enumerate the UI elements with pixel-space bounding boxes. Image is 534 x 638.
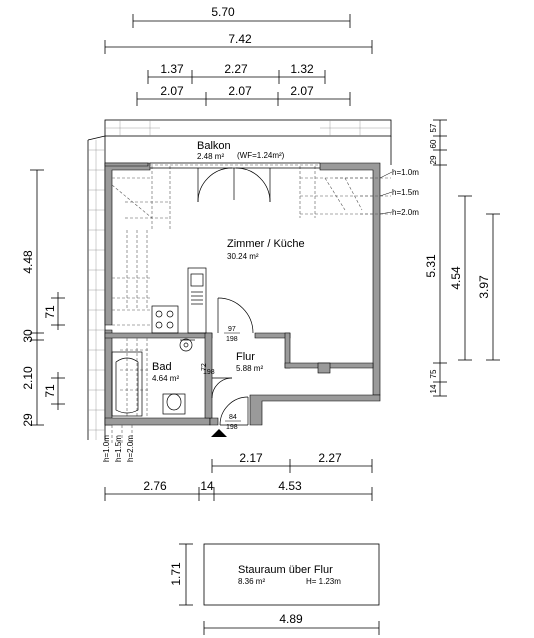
room-living-area: 30.24 m² — [227, 252, 259, 261]
height-marks-right: h=1.0m h=1.5m h=2.0m — [379, 168, 419, 217]
dim-right-5-31: 5.31 — [424, 254, 438, 278]
top-dimensions — [104, 14, 373, 106]
dim-right-57: 57 — [429, 123, 438, 132]
entrance-arrow-icon — [211, 429, 227, 437]
svg-text:72: 72 — [201, 363, 208, 371]
room-balcony-note: (WF=1.24m²) — [237, 151, 285, 160]
svg-text:97: 97 — [228, 326, 236, 333]
bottom-dimensions — [104, 459, 373, 501]
dim-storage-4-89: 4.89 — [279, 612, 303, 626]
dim-right-60: 60 — [429, 139, 438, 148]
svg-text:h=2.0m: h=2.0m — [126, 435, 135, 462]
room-hall-area: 5.88 m² — [236, 364, 263, 373]
room-bath-name: Bad — [152, 361, 172, 373]
svg-text:198: 198 — [226, 336, 238, 343]
door-mark-bath: 72 198 — [201, 363, 215, 376]
dim-left-2-10: 2.10 — [21, 366, 35, 390]
dim-bottom-14: 14 — [200, 479, 214, 493]
dim-top-1-32: 1.32 — [290, 62, 314, 76]
dim-bottom-2-76: 2.76 — [143, 479, 167, 493]
svg-text:84: 84 — [229, 414, 237, 421]
svg-text:h=1.5m: h=1.5m — [392, 188, 419, 197]
dim-bottom-2-27: 2.27 — [318, 451, 342, 465]
room-living-name: Zimmer / Küche — [227, 238, 305, 250]
door-mark-entrance: 84 198 — [225, 414, 241, 431]
svg-text:198: 198 — [203, 369, 215, 376]
dim-left-4-48: 4.48 — [21, 250, 35, 274]
dim-top-5-70: 5.70 — [211, 5, 235, 19]
dim-right-29: 29 — [429, 155, 438, 164]
dim-storage-1-71: 1.71 — [169, 562, 183, 586]
dim-top-2-27: 2.27 — [224, 62, 248, 76]
svg-text:h=1.5m: h=1.5m — [114, 435, 123, 462]
left-dimensions — [30, 169, 65, 426]
dim-right-75: 75 — [429, 369, 438, 378]
storage-dimensions — [179, 543, 380, 635]
room-balcony-area: 2.48 m² — [197, 152, 224, 161]
storage-area: 8.36 m² — [238, 577, 265, 586]
height-marks-left: h=1.0m h=1.5m h=2.0m — [102, 435, 135, 462]
dim-top-1-37: 1.37 — [160, 62, 184, 76]
dim-bottom-4-53: 4.53 — [278, 479, 302, 493]
storage-box — [203, 543, 380, 606]
dim-top-7-42: 7.42 — [228, 32, 252, 46]
dim-top-2-07-b: 2.07 — [228, 84, 252, 98]
kitchen — [151, 267, 207, 334]
bath-fixtures — [111, 338, 195, 417]
storage-height-value: H= 1.23m — [306, 577, 341, 586]
dim-left-71-a: 71 — [43, 305, 57, 319]
dim-left-71-b: 71 — [43, 384, 57, 398]
dim-right-4-54: 4.54 — [449, 266, 463, 290]
walls — [104, 162, 381, 426]
dim-bottom-2-17: 2.17 — [239, 451, 263, 465]
interior-doors — [211, 297, 254, 426]
dim-left-29: 29 — [21, 413, 35, 427]
svg-text:h=1.0m: h=1.0m — [392, 168, 419, 177]
dim-right-3-97: 3.97 — [477, 275, 491, 299]
svg-text:h=2.0m: h=2.0m — [392, 208, 419, 217]
storage-name: Stauraum über Flur — [238, 564, 333, 576]
dim-top-2-07-c: 2.07 — [290, 84, 314, 98]
dim-left-30: 30 — [21, 329, 35, 343]
right-dimensions — [433, 119, 500, 397]
room-bath-area: 4.64 m² — [152, 374, 179, 383]
dim-top-2-07-a: 2.07 — [160, 84, 184, 98]
svg-text:198: 198 — [226, 424, 238, 431]
brick-hatch — [88, 120, 391, 440]
balcony-door — [150, 162, 320, 203]
room-balcony-name: Balkon — [197, 140, 231, 152]
door-mark-living: 97 198 — [224, 326, 240, 343]
slope-lines — [111, 164, 391, 445]
dim-right-14: 14 — [429, 384, 438, 393]
room-hall-name: Flur — [236, 351, 255, 363]
svg-text:h=1.0m: h=1.0m — [102, 435, 111, 462]
